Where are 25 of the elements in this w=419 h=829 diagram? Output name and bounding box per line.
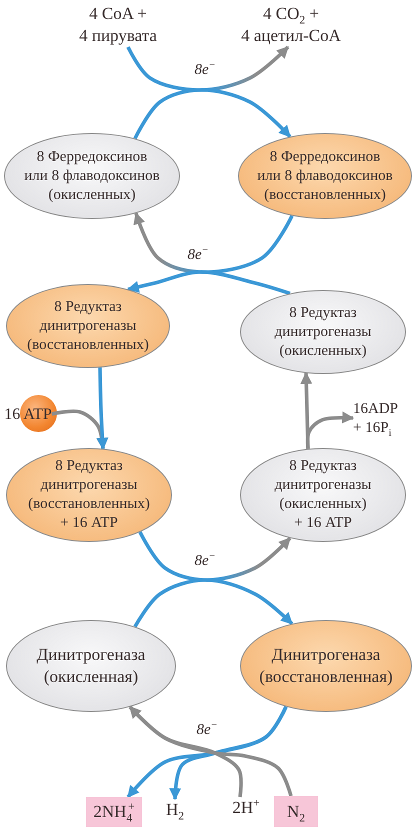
arrow [126,46,290,92]
oval-label: Динитрогеназа (окисленная) [36,644,146,688]
arrow [133,88,292,140]
arrow [133,578,294,628]
oval-label: 8 Редуктаз динитрогеназы (окисленных) [274,304,372,360]
compound-label: 2H$^{+}$ [232,797,260,819]
oval-label: Динитрогеназа (восстановленная) [259,644,393,688]
arrow [300,372,312,449]
compound-label: 4 CoA + 4 пирувата [79,3,157,47]
arrow [169,706,288,800]
oval-label: 8 Редуктаз динитрогеназы (восстановленных) [27,298,149,354]
compound-box: N$_{2}$ [274,796,318,827]
compound-label: 4 CO$_{2}$ + 4 ацетил-CoA [241,3,341,47]
arrow [138,531,292,582]
oval-label: 8 Редуктаз динитрогеназы (окисленных) + 16 ATP [274,457,372,533]
oval-label: 8 Ферредоксинов или 8 флаводоксинов (окисленных) [24,148,160,204]
compound-label: 16ADP + 16P$_{i}$ [353,400,398,438]
arrow [96,368,108,450]
arrow [126,270,291,296]
oval-label: 8 Редуктаз динитрогеназы (восстановленных) + 16 ATP [28,457,150,533]
arrow [306,411,354,449]
arrow [134,212,294,274]
oval-label: 8 Ферредоксинов или 8 флаводоксинов (восстановленных) [257,148,393,204]
compound-label: 16 ATP [4,405,52,425]
compound-label: H$_{2}$ [166,799,184,821]
